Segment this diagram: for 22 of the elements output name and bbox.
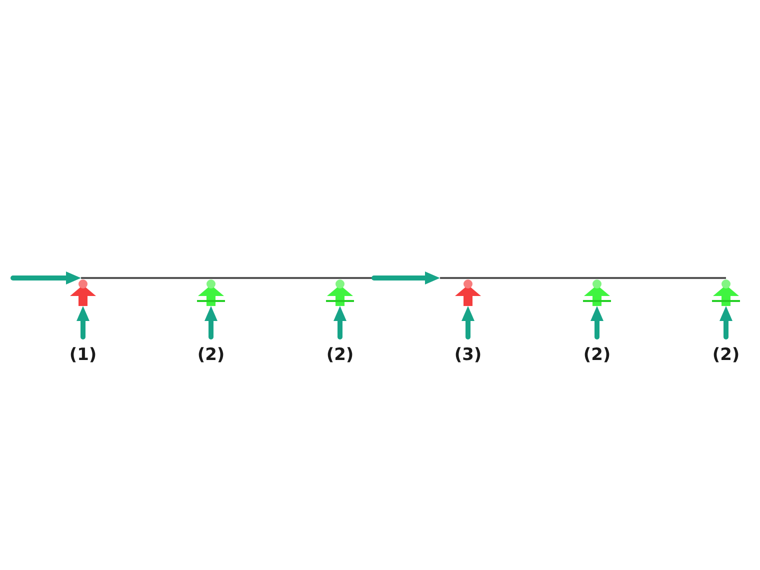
support-icon <box>68 279 98 306</box>
support-icon <box>582 279 612 306</box>
number-label: (1) <box>69 345 97 365</box>
arrow <box>462 306 474 340</box>
arrow <box>590 306 604 340</box>
number-label: (2) <box>583 345 611 365</box>
beam-line <box>81 277 374 279</box>
number-label: (2) <box>326 345 354 365</box>
beam-line <box>440 277 726 279</box>
arrow <box>204 306 218 340</box>
number-label: (3) <box>454 345 482 365</box>
support-icon <box>325 279 355 306</box>
arrow <box>334 306 346 340</box>
arrow <box>76 306 90 340</box>
number-label: (2) <box>712 345 740 365</box>
number-label: (2) <box>197 345 225 365</box>
arrow <box>372 272 440 284</box>
support-icon <box>196 279 226 306</box>
arrow <box>720 306 732 340</box>
support-icon <box>711 279 741 306</box>
arrow <box>10 272 81 284</box>
support-icon <box>453 279 483 306</box>
